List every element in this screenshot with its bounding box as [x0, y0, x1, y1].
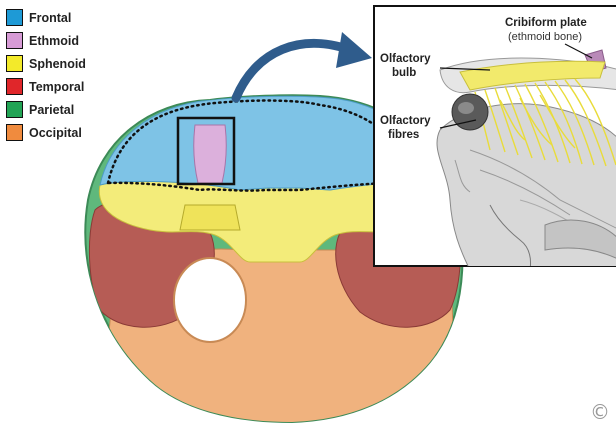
cribriform-subtitle: (ethmoid bone) — [508, 31, 582, 43]
cribriform-title: Cribiform plate — [505, 17, 587, 29]
ethmoid-region — [194, 125, 226, 183]
foramen-magnum — [174, 258, 246, 342]
sella-turcica — [180, 205, 240, 230]
fibres-label-line2: fibres — [388, 129, 419, 141]
fibres-label-line1: Olfactory — [380, 115, 431, 127]
inset-panel: Cribiform plate (ethmoid bone) Olfactory… — [374, 6, 616, 270]
bulb-label-line2: bulb — [392, 67, 416, 79]
copyright-mark: © — [590, 400, 610, 424]
bulb-label-line1: Olfactory — [380, 53, 431, 65]
zoom-arrowhead — [336, 32, 372, 68]
zoom-arrow — [236, 43, 356, 98]
